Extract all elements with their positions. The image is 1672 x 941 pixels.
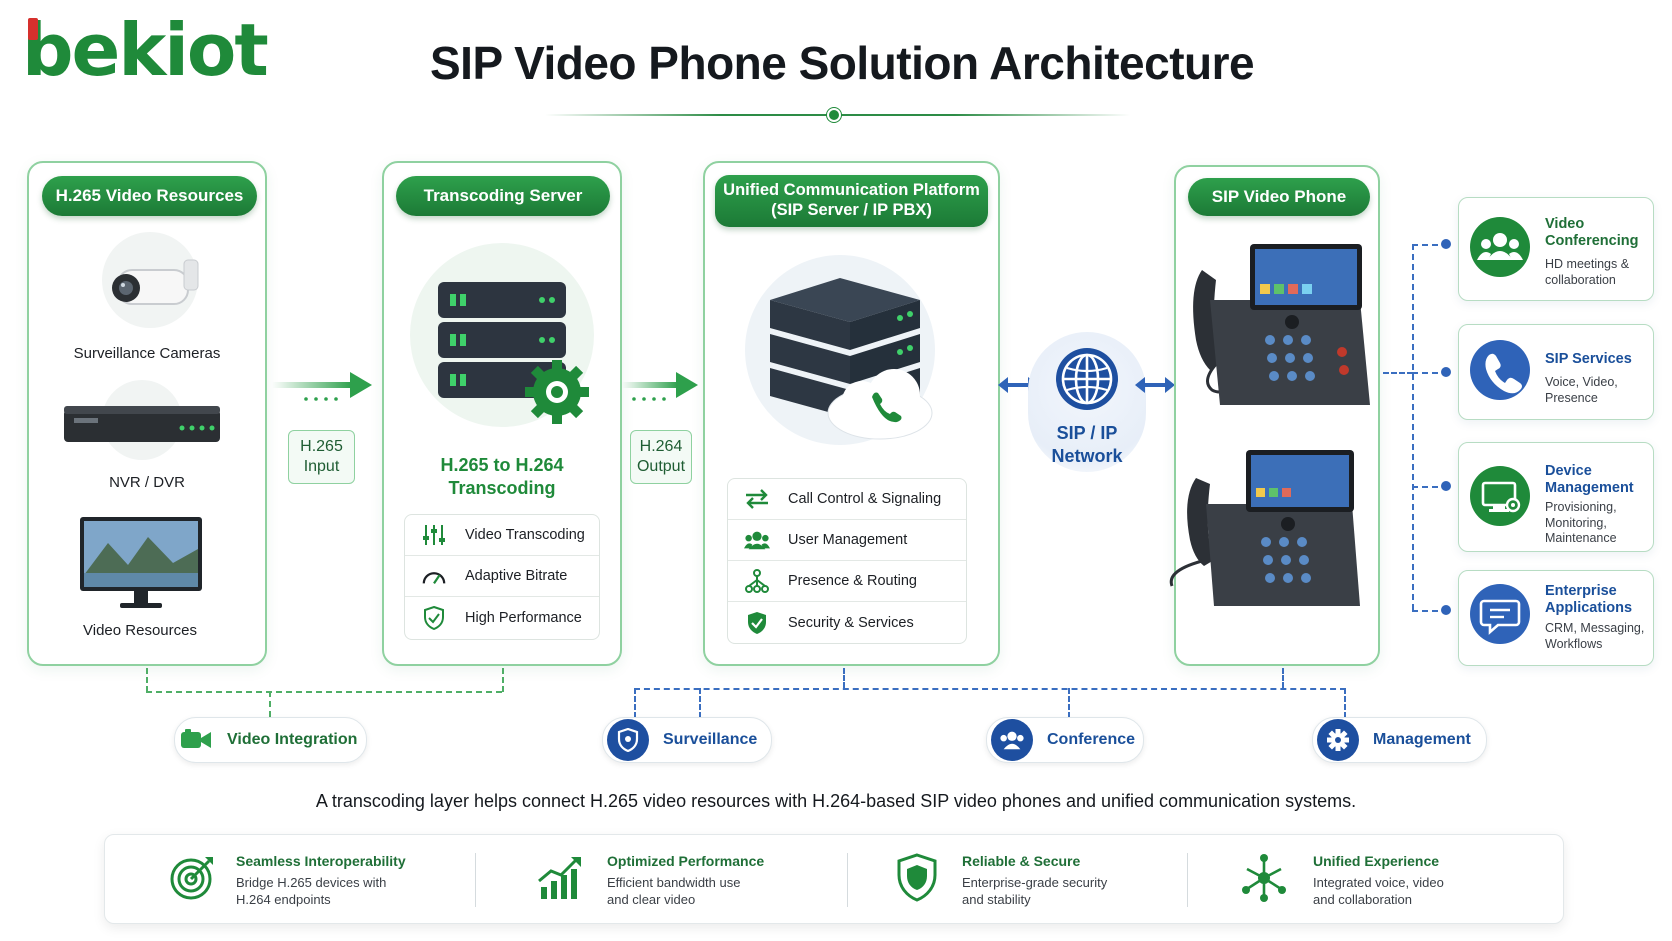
- sip-server-cloud-icon: [730, 250, 970, 450]
- benefit-divider: [1187, 853, 1188, 907]
- nvr-dvr-label: NVR / DVR: [27, 474, 267, 491]
- services-connector-vertical: [1412, 244, 1414, 610]
- management-pill: Management: [1312, 717, 1487, 763]
- transcoding-server-header: Transcoding Server: [396, 176, 610, 216]
- gauge-icon: [421, 566, 447, 586]
- video-integration-pill: Video Integration: [174, 717, 367, 763]
- monitor-icon: [78, 515, 204, 615]
- green-connector-right: [502, 668, 504, 692]
- green-connector-left: [146, 668, 148, 692]
- sip-video-phone-header: SIP Video Phone: [1188, 178, 1370, 216]
- globe-icon: [1054, 346, 1120, 412]
- server-gear-icon: [402, 240, 602, 430]
- blue-connector-phone: [1282, 668, 1284, 688]
- feature-video-transcoding: Video Transcoding: [405, 515, 599, 556]
- conference-icon: [1469, 216, 1531, 278]
- network-hub-icon: [1241, 853, 1287, 903]
- blue-connector-drop: [699, 688, 701, 718]
- users-icon: [744, 530, 770, 550]
- video-resources-label: Video Resources: [20, 622, 260, 639]
- chat-icon: [1469, 583, 1531, 645]
- page-title: SIP Video Phone Solution Architecture: [430, 36, 1254, 90]
- sip-network-label: SIP / IP Network: [1028, 422, 1146, 467]
- blue-connector-drop: [634, 688, 636, 718]
- flow-arrow-input: [272, 368, 376, 402]
- green-connector-horizontal: [146, 691, 502, 693]
- routing-icon: [744, 569, 770, 593]
- feature-adaptive-bitrate: Adaptive Bitrate: [405, 556, 599, 597]
- nvr-dvr-icon: [62, 380, 222, 460]
- feature-high-performance: High Performance: [405, 597, 599, 638]
- bidirectional-arrow-right: [1135, 374, 1175, 396]
- sliders-icon: [421, 524, 447, 546]
- summary-text: A transcoding layer helps connect H.265 …: [0, 791, 1672, 812]
- blue-connector-horizontal: [634, 688, 1346, 690]
- shield-check-icon: [744, 611, 770, 635]
- title-dot: [827, 108, 841, 122]
- logo-text: bekiot: [22, 8, 267, 92]
- video-resources-header: H.265 Video Resources: [42, 176, 257, 216]
- monitor-gear-icon: [1469, 465, 1531, 527]
- arrows-exchange-icon: [744, 489, 770, 509]
- blue-connector-drop: [1344, 688, 1346, 718]
- users-icon: [991, 719, 1033, 761]
- benefits-bar: Seamless Interoperability Bridge H.265 d…: [104, 834, 1564, 924]
- services-connector-trunk: [1383, 372, 1413, 374]
- connector-dot: [1441, 367, 1451, 377]
- target-icon: [169, 855, 215, 901]
- surveillance-cameras-label: Surveillance Cameras: [27, 345, 267, 362]
- blue-connector-drop: [1068, 688, 1070, 718]
- gear-icon: [1317, 719, 1359, 761]
- sip-video-phone-icon: [1180, 240, 1376, 420]
- growth-chart-icon: [537, 855, 583, 901]
- connector-dot: [1441, 605, 1451, 615]
- shield-icon: [895, 853, 939, 903]
- surveillance-camera-icon: [90, 230, 210, 330]
- logo-red-accent: [28, 18, 38, 40]
- feature-call-control: Call Control & Signaling: [728, 479, 966, 520]
- transcoding-feature-list: Video Transcoding Adaptive Bitrate High …: [404, 514, 600, 640]
- green-connector-drop: [269, 691, 271, 717]
- flow-arrow-output: [622, 368, 700, 402]
- ucp-header: Unified Communication Platform(SIP Serve…: [715, 175, 988, 227]
- service-card-sip-services: SIP Services Voice, Video,Presence: [1458, 324, 1654, 420]
- video-camera-icon: [179, 719, 213, 761]
- connector-dot: [1441, 239, 1451, 249]
- sip-video-phone-icon-2: [1166, 448, 1366, 618]
- ucp-feature-list: Call Control & Signaling User Management…: [727, 478, 967, 644]
- conference-pill: Conference: [986, 717, 1144, 763]
- surveillance-pill: Surveillance: [602, 717, 772, 763]
- transcoding-title: H.265 to H.264 Transcoding: [382, 454, 622, 499]
- connector-dot: [1441, 481, 1451, 491]
- benefit-divider: [847, 853, 848, 907]
- feature-security-services: Security & Services: [728, 602, 966, 643]
- shield-check-icon: [421, 606, 447, 630]
- blue-connector-ucp: [843, 668, 845, 688]
- shield-icon: [607, 719, 649, 761]
- benefit-divider: [475, 853, 476, 907]
- bekiot-logo: bekiot: [22, 14, 267, 86]
- feature-presence-routing: Presence & Routing: [728, 561, 966, 602]
- phone-icon: [1469, 339, 1531, 401]
- feature-user-management: User Management: [728, 520, 966, 561]
